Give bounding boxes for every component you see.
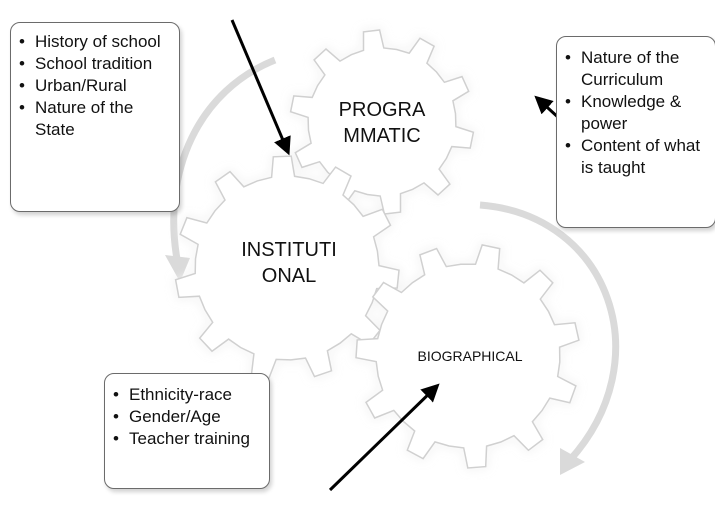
arrow-to-institutional	[230, 19, 291, 156]
institutional-factor-item: Nature of the State	[19, 97, 165, 141]
institutional-gear-label: INSTITUTI ONAL	[233, 237, 345, 289]
biographical-gear-label-text: BIOGRAPHICAL	[417, 348, 523, 364]
institutional-factor-item: History of school	[19, 31, 165, 53]
programmatic-gear-label-line2: MMATIC	[343, 125, 421, 147]
institutional-factors-box: History of school School tradition Urban…	[10, 22, 180, 212]
biographical-factor-item: Gender/Age	[113, 406, 265, 428]
institutional-factor-item: School tradition	[19, 53, 165, 75]
cycle-arrows	[165, 56, 620, 475]
cycle-arrow-left	[170, 56, 277, 266]
biographical-factors-box: Ethnicity-race Gender/Age Teacher traini…	[104, 373, 270, 489]
institutional-factor-item: Urban/Rural	[19, 75, 165, 97]
cycle-arrow-right	[479, 201, 620, 463]
cycle-arrow-right-head	[560, 448, 585, 475]
programmatic-factors-box: Nature of the Curriculum Knowledge & pow…	[556, 36, 715, 228]
biographical-gear-label: BIOGRAPHICAL	[400, 347, 540, 365]
programmatic-factor-item: Nature of the Curriculum	[565, 47, 705, 91]
institutional-gear-label-line1: INSTITUTI	[241, 239, 337, 261]
cycle-arrow-left-head	[165, 255, 190, 282]
biographical-factor-item: Teacher training	[113, 428, 265, 450]
arrow-to-biographical	[328, 383, 440, 492]
institutional-gear-label-line2: ONAL	[261, 265, 317, 287]
biographical-factor-item: Ethnicity-race	[113, 384, 265, 406]
programmatic-gear-label-line1: PROGRA	[338, 99, 426, 121]
programmatic-gear-label: PROGRA MMATIC	[334, 97, 430, 149]
programmatic-factor-item: Knowledge & power	[565, 91, 705, 135]
institutional-gear	[174, 155, 400, 380]
programmatic-factor-item: Content of what is taught	[565, 135, 705, 179]
